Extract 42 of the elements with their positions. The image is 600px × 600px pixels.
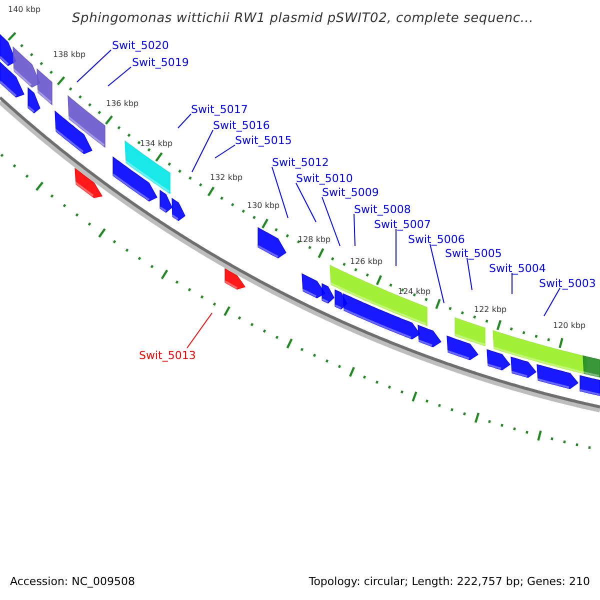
scale-label: 126 kbp: [350, 258, 383, 266]
gene-label: Swit_5004: [489, 263, 546, 274]
scale-label: 124 kbp: [398, 288, 431, 296]
scale-label: 132 kbp: [210, 174, 243, 182]
gene-label: Swit_5006: [408, 234, 465, 245]
leader-line: [178, 114, 192, 128]
gene-label: Swit_5019: [132, 57, 189, 68]
scale-label: 120 kbp: [553, 322, 586, 330]
gene-label: Swit_5017: [191, 104, 248, 115]
gene-label: Swit_5016: [213, 120, 270, 131]
scale-label: 134 kbp: [140, 140, 173, 148]
footer-text: Accession: NC_009508: [10, 576, 136, 587]
gene-label: Swit_5015: [235, 135, 292, 146]
leader-line: [322, 196, 340, 246]
leader-line: [354, 214, 356, 246]
leader-line: [466, 258, 472, 290]
leader-line: [214, 144, 236, 158]
scale-label: 128 kbp: [298, 236, 331, 244]
leader-line: [430, 244, 444, 304]
gene-label: Swit_5005: [445, 248, 502, 259]
gene-label: Swit_5012: [272, 157, 329, 168]
scale-label: 136 kbp: [106, 100, 139, 108]
gene-label: Swit_5013: [139, 350, 196, 361]
scale-label: 122 kbp: [474, 306, 507, 314]
scale-label: 130 kbp: [247, 202, 280, 210]
scale-label: 138 kbp: [53, 51, 86, 59]
leader-line: [76, 50, 112, 82]
scale-label: 140 kbp: [8, 6, 41, 14]
gene-label: Swit_5007: [374, 219, 431, 230]
leader-line: [296, 182, 316, 222]
gene-label: Swit_5009: [322, 187, 379, 198]
leader-line: [544, 288, 560, 316]
leader-line: [272, 166, 288, 218]
gene-label: Swit_5003: [539, 278, 596, 289]
footer-text: Topology: circular; Length: 222,757 bp; Genes: 210: [308, 576, 590, 587]
leader-line: [186, 312, 212, 348]
gene-label: Swit_5010: [296, 173, 353, 184]
leader-line: [108, 66, 132, 86]
gene-label: Swit_5020: [112, 40, 169, 51]
leader-line: [192, 130, 214, 172]
gene-label: Swit_5008: [354, 204, 411, 215]
diagram-title: Sphingomonas wittichii RW1 plasmid pSWIT02, complete sequenc...: [72, 12, 534, 25]
